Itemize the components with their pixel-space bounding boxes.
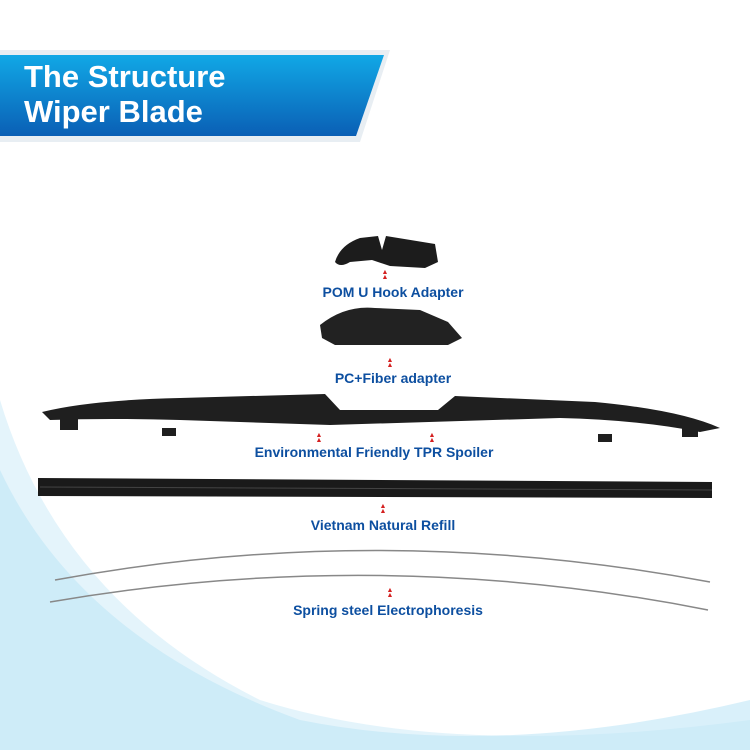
part-label-tpr-spoiler: Environmental Friendly TPR Spoiler bbox=[254, 444, 494, 460]
pc-fiber-adapter-image bbox=[320, 307, 462, 345]
title-banner bbox=[0, 55, 384, 136]
part-label-spring-steel: Spring steel Electrophoresis bbox=[293, 602, 483, 618]
tpr-spoiler-image bbox=[42, 394, 720, 432]
part-label-pom-u-hook: POM U Hook Adapter bbox=[322, 284, 464, 300]
arrow-up-icon: ▲▲ bbox=[379, 503, 387, 515]
title-line-1: The Structure bbox=[24, 59, 226, 94]
part-label-refill: Vietnam Natural Refill bbox=[310, 517, 456, 533]
arrow-up-icon: ▲▲ bbox=[381, 269, 389, 281]
arrow-up-icon: ▲▲ bbox=[315, 432, 323, 444]
spring-steel-image bbox=[54, 549, 711, 583]
arrow-up-icon: ▲▲ bbox=[386, 357, 394, 369]
arrow-up-icon: ▲▲ bbox=[386, 587, 394, 599]
part-label-pc-fiber: PC+Fiber adapter bbox=[334, 370, 452, 386]
pom-u-hook-adapter-image bbox=[335, 236, 438, 268]
arrow-up-icon: ▲▲ bbox=[428, 432, 436, 444]
title-line-2: Wiper Blade bbox=[24, 94, 203, 129]
